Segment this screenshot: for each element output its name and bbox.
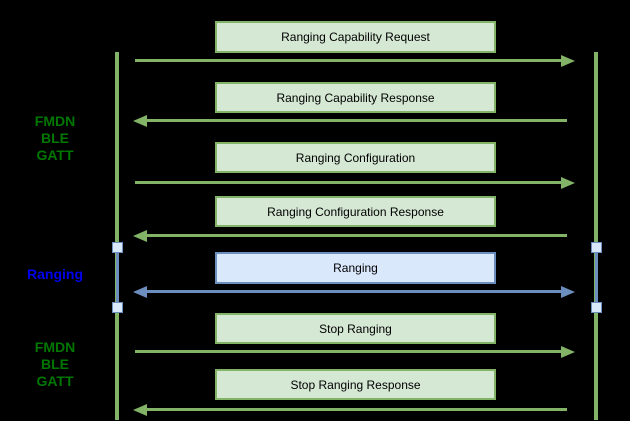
arrow-shaft: [135, 181, 563, 184]
phase-label-fmdn-ble-gatt-bottom: FMDN BLE GATT: [0, 339, 110, 390]
arrowhead-right-icon: [561, 286, 575, 298]
arrowhead-left-icon: [133, 115, 147, 127]
arrow-stop-ranging-response: [133, 404, 567, 416]
message-box-ranging-configuration: Ranging Configuration: [215, 142, 496, 173]
message-box-stop-ranging: Stop Ranging: [215, 313, 496, 344]
phase-label-line: FMDN: [34, 339, 76, 355]
arrow-shaft: [146, 408, 567, 411]
arrowhead-left-icon: [133, 286, 147, 298]
phase-label-line: Ranging: [27, 266, 83, 282]
phase-label-line: FMDN: [34, 113, 76, 129]
lifeline-left: [115, 52, 119, 420]
ranging-session-segment-left: [116, 246, 119, 308]
ranging-session-segment-right: [595, 246, 598, 308]
message-box-ranging-capability-request: Ranging Capability Request: [215, 21, 496, 53]
lifeline-right: [594, 52, 598, 420]
arrowhead-right-icon: [561, 177, 575, 189]
activation-marker: [112, 242, 123, 253]
phase-label-ranging: Ranging: [0, 266, 110, 283]
message-box-stop-ranging-response: Stop Ranging Response: [215, 369, 496, 400]
message-box-ranging-capability-response: Ranging Capability Response: [215, 82, 496, 113]
phase-label-fmdn-ble-gatt-top: FMDN BLE GATT: [0, 113, 110, 164]
arrow-shaft: [146, 234, 567, 237]
arrow-shaft: [135, 59, 563, 62]
phase-label-line: GATT: [36, 147, 74, 163]
arrowhead-left-icon: [133, 404, 147, 416]
arrow-shaft: [146, 119, 567, 122]
arrow-ranging-capability-response: [133, 115, 567, 127]
arrow-shaft: [135, 350, 563, 353]
arrow-ranging-capability-request: [135, 55, 575, 67]
arrowhead-left-icon: [133, 230, 147, 242]
message-box-ranging-configuration-response: Ranging Configuration Response: [215, 196, 496, 227]
arrow-ranging-configuration-response: [133, 230, 567, 242]
arrow-ranging-configuration: [135, 177, 575, 189]
phase-label-line: BLE: [41, 356, 69, 372]
arrow-ranging-bidirectional: [133, 286, 575, 298]
message-box-ranging: Ranging: [215, 252, 496, 284]
phase-label-line: BLE: [41, 130, 69, 146]
activation-marker: [591, 242, 602, 253]
arrowhead-right-icon: [561, 55, 575, 67]
activation-marker: [591, 302, 602, 313]
phase-label-line: GATT: [36, 373, 74, 389]
arrow-stop-ranging: [135, 346, 575, 358]
arrow-shaft: [146, 290, 563, 293]
arrowhead-right-icon: [561, 346, 575, 358]
activation-marker: [112, 302, 123, 313]
